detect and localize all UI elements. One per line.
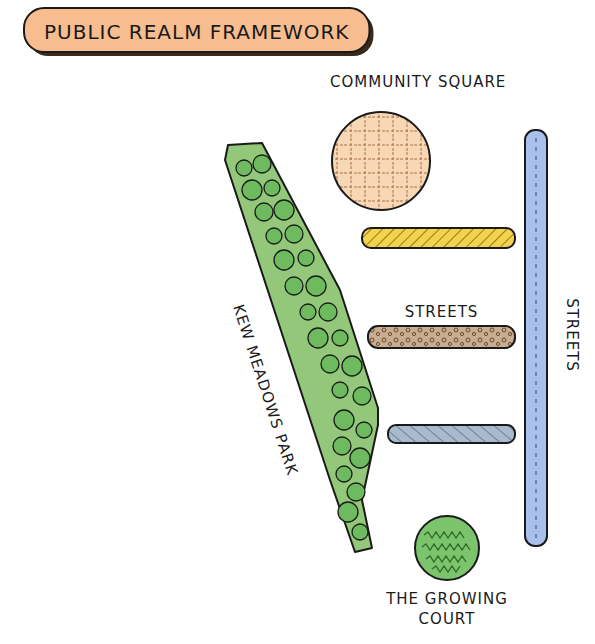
street-band [362,228,515,248]
tree-symbol [308,328,328,348]
node-outline [525,130,547,546]
growing-court-circle: THE GROWING COURT [414,515,480,581]
park-shape [225,143,378,552]
tree-symbol [300,304,316,320]
tree-symbol [285,225,303,243]
tree-symbol [336,466,352,482]
planting-squiggle [432,566,460,572]
tree-symbol [350,448,370,468]
tree-symbol [306,276,326,296]
tree-symbol [242,180,262,200]
title-box [24,8,369,52]
tree-symbol [274,250,294,270]
tree-symbol [274,200,294,220]
court-shape [415,516,479,580]
tree-symbol [298,250,314,266]
node-label: STREETS [562,298,582,372]
planting-squiggle [424,532,464,538]
node-outline [368,326,515,348]
park-band: KEW MEADOWS PARK [222,140,382,556]
tree-symbol [352,524,368,540]
planting-squiggle [426,556,466,562]
tree-symbol [253,155,271,173]
tree-symbol [319,303,337,321]
tree-symbol [338,502,358,522]
community-square-circle: COMMUNITY SQUARE [330,110,432,212]
street-band: STREETS [525,130,547,546]
node-label: COMMUNITY SQUARE [330,72,506,92]
street-band [388,425,515,443]
tree-symbol [266,228,282,244]
node-outline [330,110,432,212]
tree-symbol [255,203,273,221]
street-band: STREETS [368,326,515,348]
tree-symbol [347,483,365,501]
diagram-title: PUBLIC REALM FRAMEWORK [44,20,349,44]
street-shape [525,130,547,546]
tree-symbol [332,382,348,398]
tree-symbol [334,410,354,430]
tree-symbol [236,160,252,176]
square-shape [332,112,430,210]
node-outline [414,515,480,581]
tree-symbol [264,180,280,196]
street-markings [535,138,537,538]
tree-symbol [333,437,351,455]
street-shape [368,326,515,348]
tree-symbol [342,356,362,376]
tree-symbol [332,330,348,346]
planting-squiggle [422,544,470,550]
node-label: THE GROWING COURT [377,589,517,629]
node-label: STREETS [405,302,479,322]
tree-symbol [353,387,371,405]
tree-symbol [285,277,303,295]
tree-symbol [356,422,372,438]
tree-symbol [321,355,339,373]
